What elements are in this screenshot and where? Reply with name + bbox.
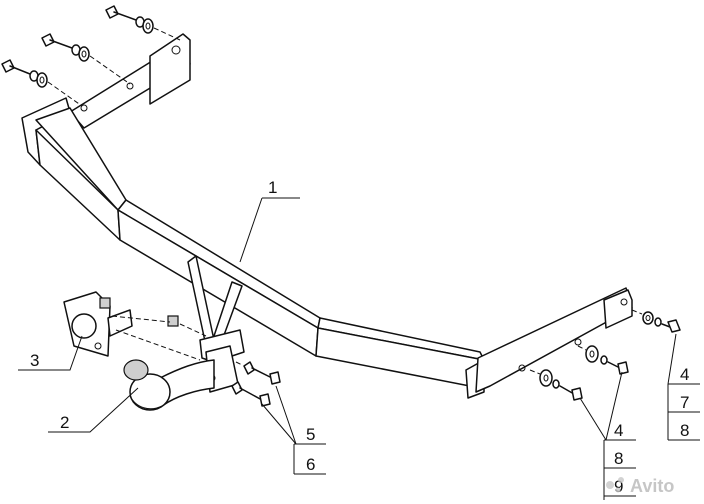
bottom-bolt-lower <box>231 381 271 407</box>
watermark-text: Avito <box>630 476 674 496</box>
callout-7: 7 <box>680 393 689 412</box>
top-left-bolt-set-1 <box>105 5 181 41</box>
right-mounting-bracket <box>475 287 633 393</box>
callout-4-upper: 4 <box>680 365 689 384</box>
leader-lines <box>18 197 700 500</box>
bottom-bolt-upper <box>235 361 281 385</box>
right-bolt-set-top <box>631 309 681 333</box>
nut <box>167 315 179 327</box>
callout-5: 5 <box>306 425 315 444</box>
callout-6: 6 <box>306 455 315 474</box>
callout-3: 3 <box>30 351 39 370</box>
main-beam <box>21 97 485 399</box>
left-mounting-bracket <box>69 33 191 129</box>
callout-8-lower: 8 <box>614 449 623 468</box>
socket-plate <box>63 291 133 357</box>
right-bolt-set-middle <box>577 345 629 375</box>
callout-2: 2 <box>60 413 69 432</box>
callout-9: 9 <box>614 477 623 496</box>
right-bolt-set-bottom <box>529 369 583 401</box>
top-left-bolt-set-3 <box>1 59 83 107</box>
top-left-bolt-set-2 <box>41 33 131 85</box>
callout-4-lower: 4 <box>614 421 623 440</box>
avito-watermark: Avito <box>606 476 674 496</box>
callout-1: 1 <box>268 178 277 197</box>
callout-8-upper: 8 <box>680 421 689 440</box>
assembly-guides <box>111 315 207 361</box>
tow-ball <box>123 359 171 411</box>
